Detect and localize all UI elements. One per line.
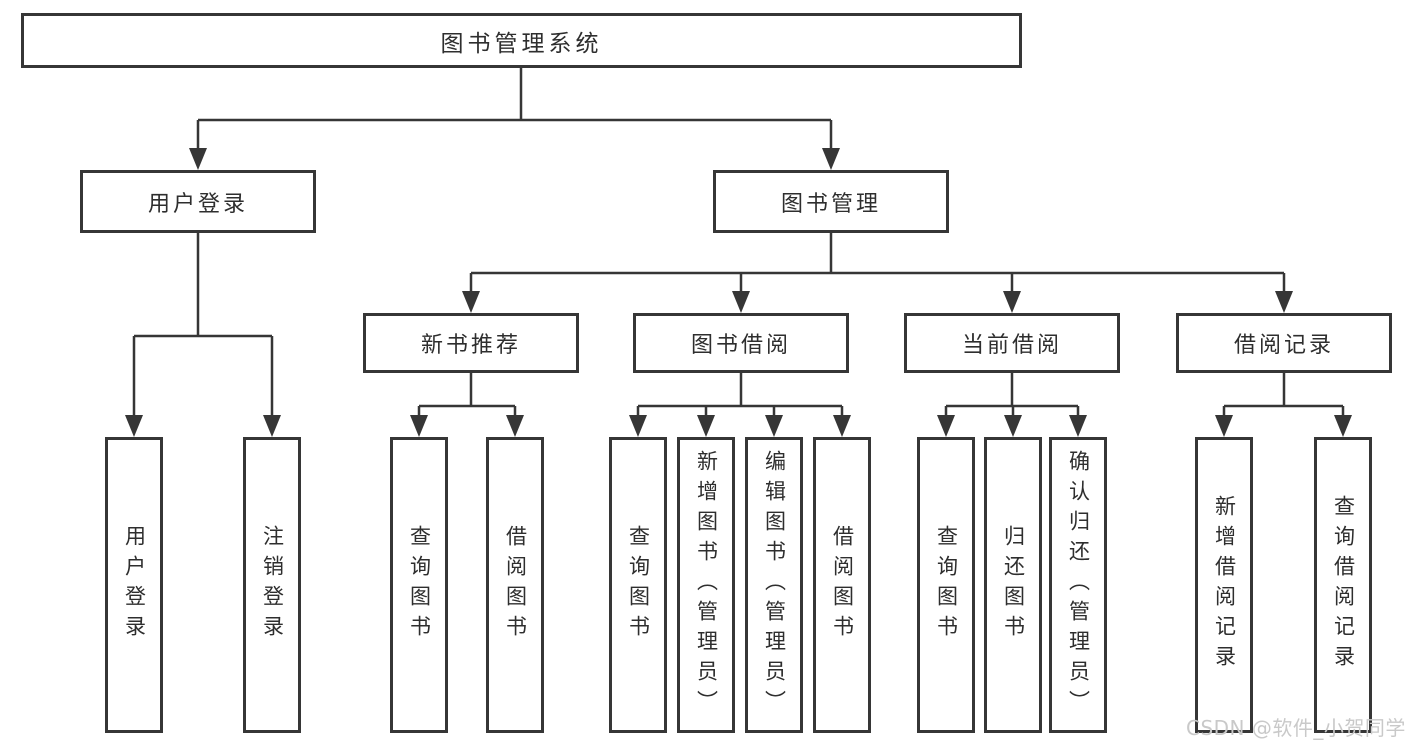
leaf-newbooks-borrow-books-label: 借阅图书 bbox=[503, 525, 528, 645]
node-library-system-label: 图书管理系统 bbox=[440, 30, 603, 57]
leaf-add-books-admin: 新增图书（管理员） bbox=[677, 437, 735, 733]
leaf-add-borrow-record: 新增借阅记录 bbox=[1195, 437, 1253, 733]
leaf-borrowing-query-books: 查询图书 bbox=[609, 437, 667, 733]
leaf-confirm-return-admin: 确认归还（管理员） bbox=[1049, 437, 1107, 733]
arrowheads bbox=[125, 148, 1352, 437]
leaf-add-borrow-record-label: 新增借阅记录 bbox=[1212, 495, 1237, 675]
leaf-user-login-label: 用户登录 bbox=[122, 525, 147, 645]
leaf-logout-label: 注销登录 bbox=[260, 525, 285, 645]
node-library-system: 图书管理系统 bbox=[21, 13, 1022, 68]
leaf-edit-books-admin: 编辑图书（管理员） bbox=[745, 437, 803, 733]
leaf-user-login: 用户登录 bbox=[105, 437, 163, 733]
node-user-login: 用户登录 bbox=[80, 170, 316, 233]
leaf-query-borrow-record-label: 查询借阅记录 bbox=[1331, 495, 1356, 675]
leaf-current-query-books-label: 查询图书 bbox=[934, 525, 959, 645]
leaf-borrow-books-label: 借阅图书 bbox=[830, 525, 855, 645]
node-borrowing-records-label: 借阅记录 bbox=[1233, 333, 1334, 358]
leaf-newbooks-query-books: 查询图书 bbox=[390, 437, 448, 733]
node-current-borrowing-label: 当前借阅 bbox=[961, 333, 1062, 358]
leaf-return-books-label: 归还图书 bbox=[1001, 525, 1026, 645]
node-book-management-label: 图书管理 bbox=[780, 191, 881, 217]
leaf-current-query-books: 查询图书 bbox=[917, 437, 975, 733]
leaf-borrow-books: 借阅图书 bbox=[813, 437, 871, 733]
node-user-login-label: 用户登录 bbox=[147, 191, 248, 217]
node-new-book-recommend-label: 新书推荐 bbox=[420, 333, 521, 358]
csdn-watermark: CSDN @软件_小贺同学 bbox=[1186, 716, 1405, 740]
node-book-management: 图书管理 bbox=[713, 170, 949, 233]
node-borrowing-records: 借阅记录 bbox=[1176, 313, 1392, 373]
node-new-book-recommend: 新书推荐 bbox=[363, 313, 579, 373]
node-book-borrowing: 图书借阅 bbox=[633, 313, 849, 373]
leaf-confirm-return-admin-label: 确认归还（管理员） bbox=[1066, 450, 1091, 720]
node-current-borrowing: 当前借阅 bbox=[904, 313, 1120, 373]
node-book-borrowing-label: 图书借阅 bbox=[690, 333, 791, 358]
leaf-query-borrow-record: 查询借阅记录 bbox=[1314, 437, 1372, 733]
leaf-borrowing-query-books-label: 查询图书 bbox=[626, 525, 651, 645]
leaf-edit-books-admin-label: 编辑图书（管理员） bbox=[762, 450, 787, 720]
leaf-return-books: 归还图书 bbox=[984, 437, 1042, 733]
leaf-logout: 注销登录 bbox=[243, 437, 301, 733]
leaf-add-books-admin-label: 新增图书（管理员） bbox=[694, 450, 719, 720]
leaf-newbooks-query-books-label: 查询图书 bbox=[407, 525, 432, 645]
leaf-newbooks-borrow-books: 借阅图书 bbox=[486, 437, 544, 733]
